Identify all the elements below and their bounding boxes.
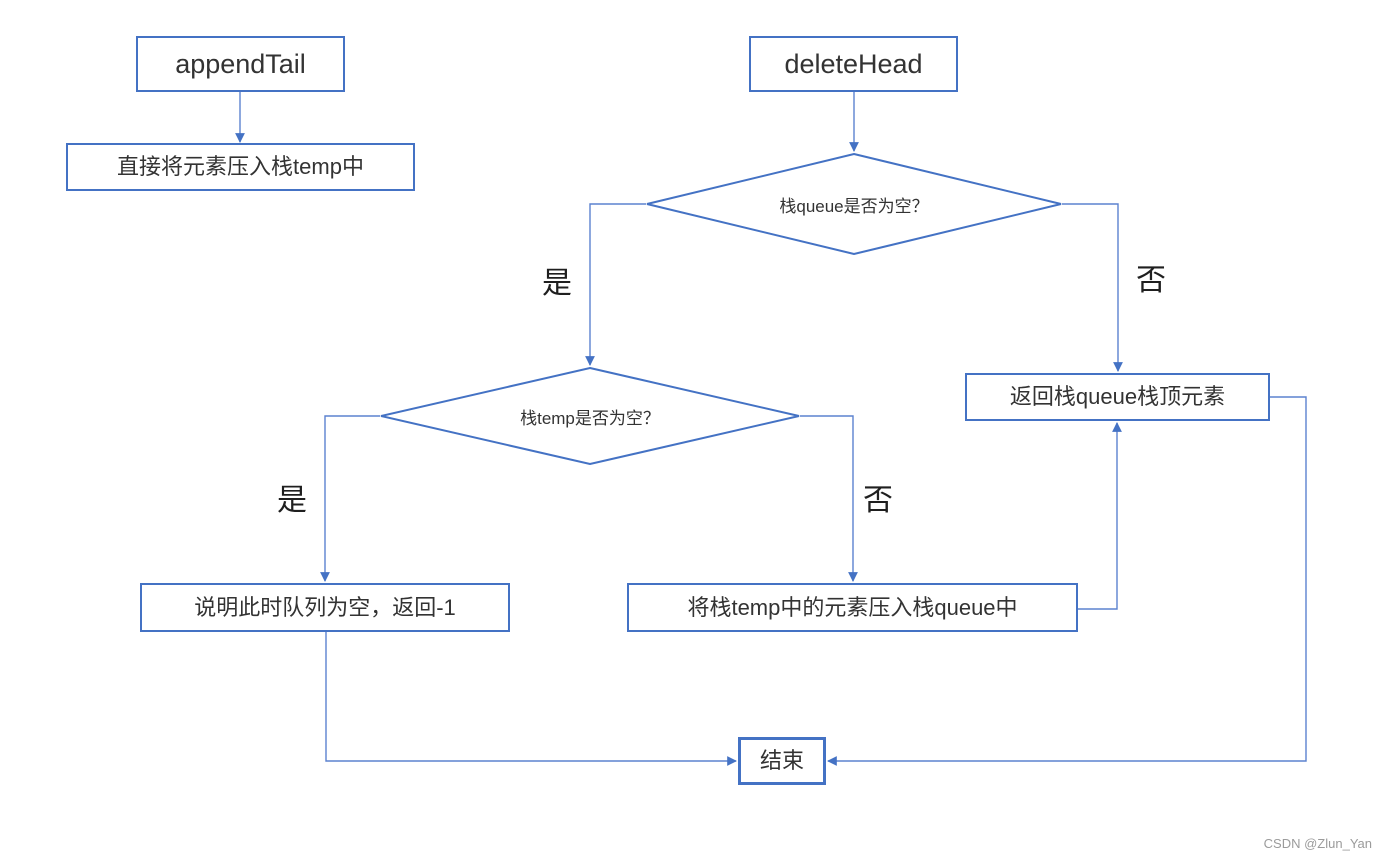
node-push-temp: 直接将元素压入栈temp中 bbox=[66, 143, 415, 191]
node-delete-head: deleteHead bbox=[749, 36, 958, 92]
node-temp-empty-decision: 栈temp是否为空？ bbox=[380, 367, 800, 465]
edge-emptyreturn-to-end bbox=[325, 632, 737, 766]
edge-tempempty-no bbox=[800, 415, 858, 582]
diamond-shape bbox=[646, 153, 1062, 255]
edge-tempempty-yes bbox=[320, 415, 380, 582]
diamond-label: 栈queue是否为空？ bbox=[779, 196, 929, 216]
node-append-tail: appendTail bbox=[136, 36, 345, 92]
edge-move-to-return bbox=[1078, 422, 1122, 610]
branch-label-queue-no: 否 bbox=[1136, 264, 1166, 297]
node-empty-return: 说明此时队列为空，返回-1 bbox=[140, 583, 510, 632]
branch-label-queue-yes: 是 bbox=[542, 267, 572, 300]
node-end: 结束 bbox=[738, 737, 826, 785]
branch-label-temp-no: 否 bbox=[863, 484, 893, 517]
edge-return-to-end bbox=[827, 396, 1307, 766]
diamond-label: 栈temp是否为空？ bbox=[520, 408, 660, 428]
diamond-shape bbox=[380, 367, 800, 465]
node-move-elements: 将栈temp中的元素压入栈queue中 bbox=[627, 583, 1078, 632]
edge-queueempty-yes bbox=[585, 203, 646, 366]
node-queue-empty-decision: 栈queue是否为空？ bbox=[646, 153, 1062, 255]
csdn-watermark: CSDN @Zlun_Yan bbox=[1263, 836, 1372, 851]
node-return-top: 返回栈queue栈顶元素 bbox=[965, 373, 1270, 421]
branch-label-temp-yes: 是 bbox=[277, 484, 307, 517]
edge-queueempty-no bbox=[1062, 203, 1123, 372]
